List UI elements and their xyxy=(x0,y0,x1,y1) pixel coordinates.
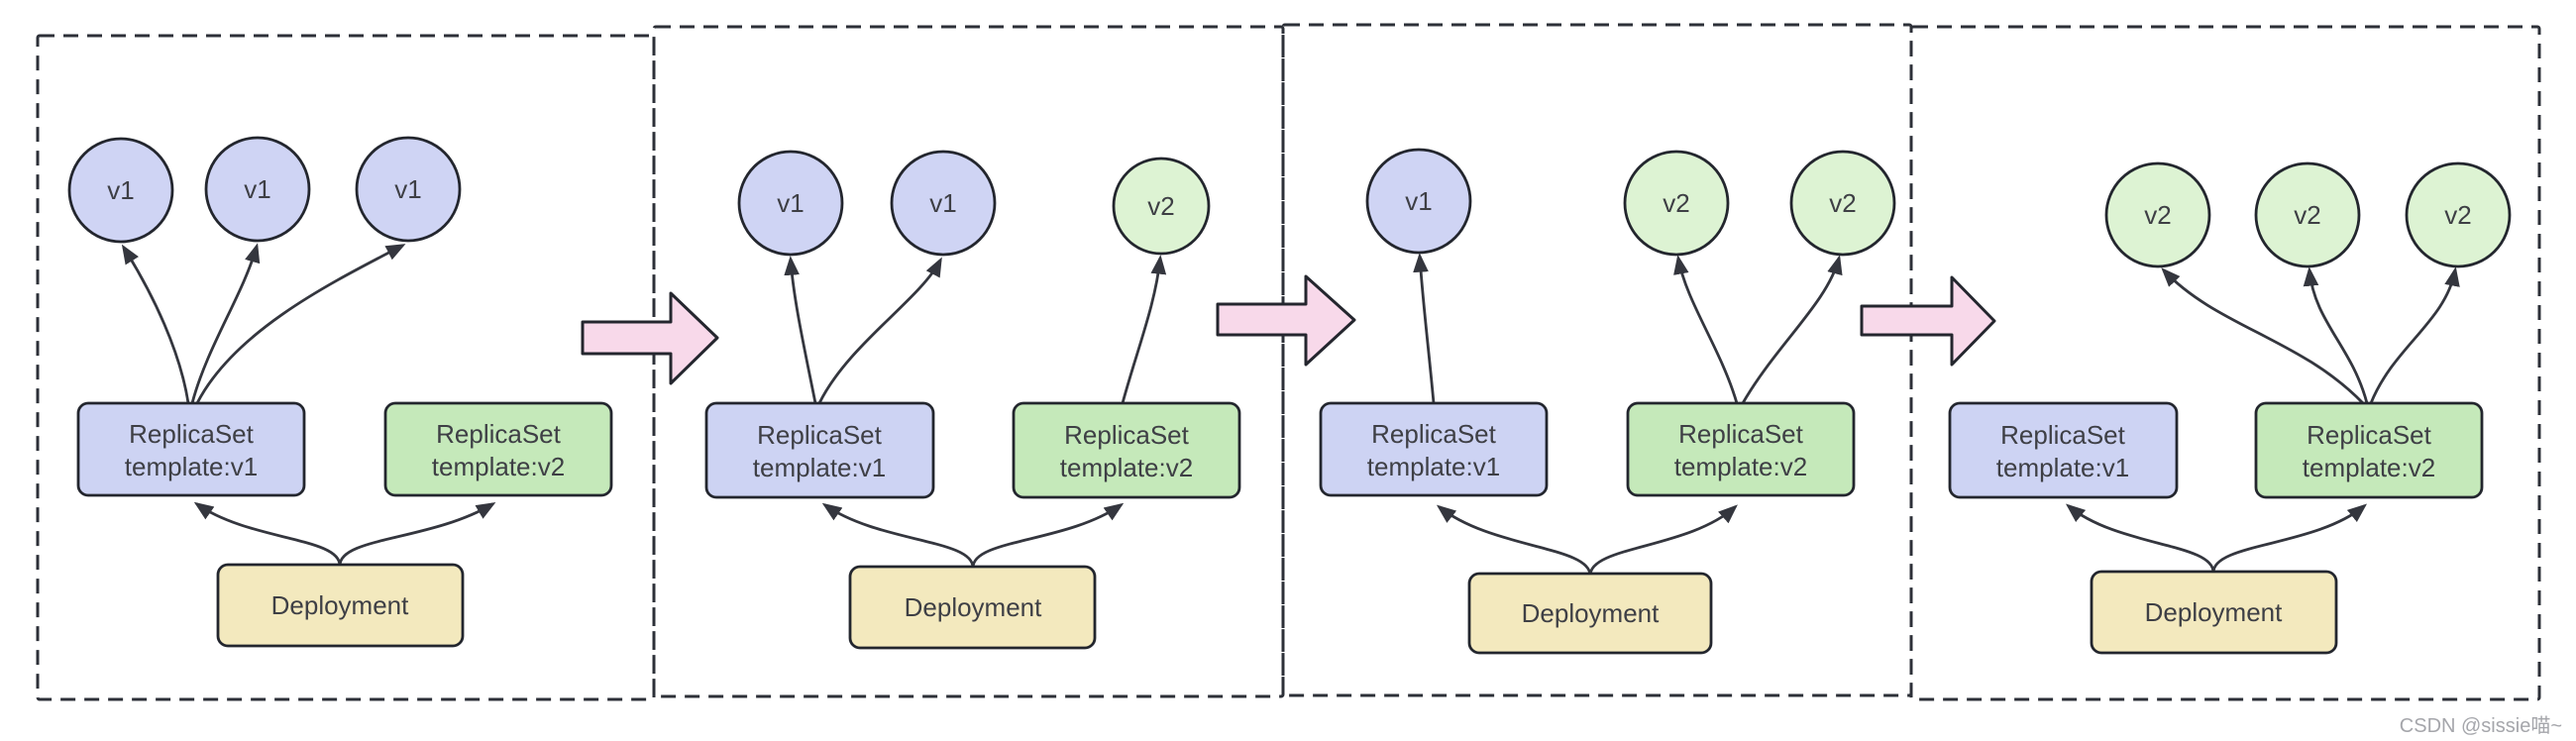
pod-circle-v2 xyxy=(1789,150,1896,257)
replicaset-v2-label-line2: template:v2 xyxy=(432,452,565,481)
edge-deployment-to-rs-v1 xyxy=(2065,503,2215,575)
edge-rs-v2-to-pod-1 xyxy=(2161,267,2365,405)
replicaset-v2-label-line1: ReplicaSet xyxy=(2307,420,2432,450)
edge-rs-v1-to-pod-3 xyxy=(195,244,406,405)
replicaset-v2-label-line1: ReplicaSet xyxy=(1064,420,1190,450)
edge-rs-v1-to-pod-2 xyxy=(190,243,261,405)
pod-label: v1 xyxy=(929,188,956,218)
edge-rs-v1-to-pod-1 xyxy=(121,244,190,405)
replicaset-v2-box xyxy=(1012,401,1241,499)
next-stage-arrow-icon xyxy=(1216,274,1356,367)
panel-border xyxy=(652,25,1285,698)
replicaset-v1-box xyxy=(1948,401,2179,499)
panel-border xyxy=(36,34,656,701)
replicaset-v1-label-line2: template:v1 xyxy=(753,453,886,482)
pod-label: v2 xyxy=(1829,188,1856,218)
panel-border xyxy=(1909,25,2541,701)
edge-deployment-to-rs-v1 xyxy=(193,501,342,568)
pod-circle-v2 xyxy=(2254,161,2361,268)
replicaset-v1-label-line2: template:v1 xyxy=(1996,453,2129,482)
edge-rs-v2-to-pod-3 xyxy=(2369,266,2460,405)
pod-label: v2 xyxy=(2444,200,2471,230)
edge-deployment-to-rs-v2 xyxy=(338,502,496,568)
deployment-label: Deployment xyxy=(271,590,410,620)
pod-circle-v1 xyxy=(1365,148,1472,255)
pod-circle-v1 xyxy=(67,137,174,244)
edge-rs-v2-to-pod-3 xyxy=(1121,255,1167,405)
deployment-box xyxy=(216,563,465,648)
pod-circle-v1 xyxy=(355,136,462,243)
replicaset-v1-label-line1: ReplicaSet xyxy=(757,420,883,450)
replicaset-v2-box xyxy=(383,401,613,497)
edge-deployment-to-rs-v1 xyxy=(821,502,975,570)
pod-label: v1 xyxy=(394,174,421,204)
deployment-box xyxy=(2090,570,2338,655)
deployment-label: Deployment xyxy=(2145,597,2284,627)
replicaset-v1-label-line1: ReplicaSet xyxy=(129,419,255,449)
replicaset-v1-box xyxy=(1319,401,1549,497)
replicaset-v2-box xyxy=(1626,401,1856,497)
stage-panel-2: v1 v1 v2 ReplicaSet template:v1 ReplicaS… xyxy=(652,25,1285,698)
pod-circle-v1 xyxy=(890,150,997,257)
replicaset-v2-box xyxy=(2254,401,2484,499)
replicaset-v2-label-line2: template:v2 xyxy=(1674,452,1807,481)
replicaset-v2-label-line2: template:v2 xyxy=(1060,453,1193,482)
stage-panel-4: v2 v2 v2 ReplicaSet template:v1 ReplicaS… xyxy=(1909,25,2541,701)
edge-deployment-to-rs-v2 xyxy=(2211,503,2368,575)
next-stage-arrow-icon xyxy=(581,291,719,385)
replicaset-v2-label-line2: template:v2 xyxy=(2303,453,2435,482)
deployment-label: Deployment xyxy=(905,592,1043,622)
replicaset-v2-label-line1: ReplicaSet xyxy=(436,419,562,449)
edge-deployment-to-rs-v2 xyxy=(971,502,1125,570)
pod-label: v1 xyxy=(107,175,134,205)
stage-panel-3: v1 v2 v2 ReplicaSet template:v1 ReplicaS… xyxy=(1281,23,1913,697)
next-stage-arrow-icon xyxy=(1860,275,1996,367)
pod-circle-v1 xyxy=(737,150,844,257)
deployment-box xyxy=(1467,572,1713,655)
pod-label: v1 xyxy=(1405,186,1432,216)
pod-circle-v2 xyxy=(2405,161,2512,268)
pod-circle-v1 xyxy=(204,136,311,243)
pod-circle-v2 xyxy=(1623,150,1730,257)
watermark: CSDN @sissie喵~ xyxy=(2400,715,2562,737)
edge-rs-v2-to-pod-3 xyxy=(1741,255,1843,405)
replicaset-v1-box xyxy=(76,401,306,497)
edge-rs-v1-to-pod-1 xyxy=(1413,253,1436,405)
replicaset-v1-box xyxy=(704,401,935,499)
replicaset-v1-label-line2: template:v1 xyxy=(1367,452,1500,481)
deployment-box xyxy=(848,565,1097,650)
replicaset-v1-label-line1: ReplicaSet xyxy=(1371,419,1497,449)
pod-label: v1 xyxy=(244,174,270,204)
replicaset-v2-label-line1: ReplicaSet xyxy=(1678,419,1804,449)
pod-label: v2 xyxy=(2144,200,2171,230)
pod-label: v2 xyxy=(1147,191,1174,221)
deployment-label: Deployment xyxy=(1522,598,1661,628)
pod-label: v2 xyxy=(2294,200,2320,230)
edge-rs-v1-to-pod-2 xyxy=(817,257,942,405)
replicaset-v1-label-line2: template:v1 xyxy=(125,452,258,481)
pod-label: v2 xyxy=(1663,188,1689,218)
pod-circle-v2 xyxy=(1112,157,1211,256)
pod-circle-v2 xyxy=(2104,161,2211,268)
edge-rs-v2-to-pod-2 xyxy=(2303,266,2369,405)
edge-deployment-to-rs-v1 xyxy=(1436,504,1592,578)
edge-deployment-to-rs-v2 xyxy=(1588,504,1738,578)
pod-label: v1 xyxy=(777,188,804,218)
stage-panel-1: v1 v1 v1 ReplicaSet template:v1 ReplicaS… xyxy=(36,34,656,701)
replicaset-v1-label-line1: ReplicaSet xyxy=(2000,420,2126,450)
edge-rs-v1-to-pod-1 xyxy=(784,256,817,405)
edge-rs-v2-to-pod-2 xyxy=(1673,255,1739,405)
